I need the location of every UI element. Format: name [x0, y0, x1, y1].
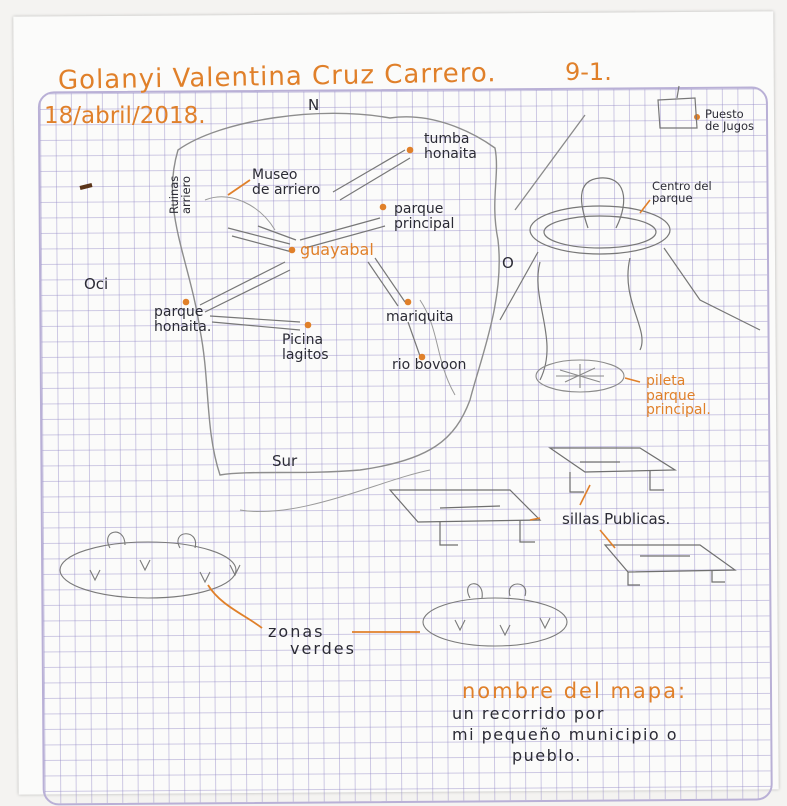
- bench-1: [548, 447, 678, 493]
- label-guayabal: guayabal: [300, 240, 374, 259]
- museo-pointer: [227, 179, 251, 196]
- marker-picina: [304, 321, 312, 329]
- marker-puesto: [694, 114, 700, 120]
- ruinas-pointer: [79, 183, 93, 190]
- pencil-road: [239, 469, 431, 513]
- pileta-pointer: [624, 377, 641, 383]
- fountain: [535, 359, 625, 393]
- green-zone-pointers: [207, 584, 420, 633]
- marker-tumba: [406, 146, 414, 154]
- drawing-date: 18/abril/2018.: [44, 103, 206, 129]
- territory-outline: [171, 112, 500, 476]
- green-zone-left: [59, 531, 241, 599]
- bench-3: [603, 544, 737, 586]
- marker-rio: [418, 353, 426, 361]
- bench-2: [388, 489, 542, 546]
- compass-north: N: [308, 96, 320, 114]
- road-line: [514, 114, 586, 211]
- compass-east: O: [502, 254, 514, 272]
- map-name-label: nombre del mapa:: [462, 679, 688, 703]
- compass-west: Oci: [84, 275, 109, 293]
- map-name-line-3: pueblo.: [512, 746, 582, 765]
- park-centre: [499, 177, 761, 381]
- marker-parque-honaita: [182, 298, 190, 306]
- centro-pointer: [639, 199, 651, 214]
- compass-south: Sur: [272, 452, 298, 470]
- label-rio: rio bovoon: [392, 357, 467, 373]
- bench-pointers: [529, 484, 616, 549]
- label-sillas: sillas Publicas.: [562, 510, 671, 528]
- roads: [199, 149, 421, 357]
- map-name-line-1: un recorrido por: [452, 704, 605, 723]
- marker-guayabal: [288, 246, 296, 254]
- territory-inner-line: [419, 299, 456, 396]
- territory-inner-line: [204, 196, 276, 231]
- marker-parque-principal: [379, 203, 387, 211]
- green-zone-right: [422, 583, 568, 647]
- juice-stand: [657, 85, 698, 129]
- marker-mariquita: [404, 298, 412, 306]
- map-name-line-2: mi pequeño municipio o: [452, 725, 679, 744]
- location-markers: [182, 114, 700, 361]
- class-group: 9-1.: [565, 58, 612, 86]
- label-mariquita: mariquita: [386, 309, 454, 325]
